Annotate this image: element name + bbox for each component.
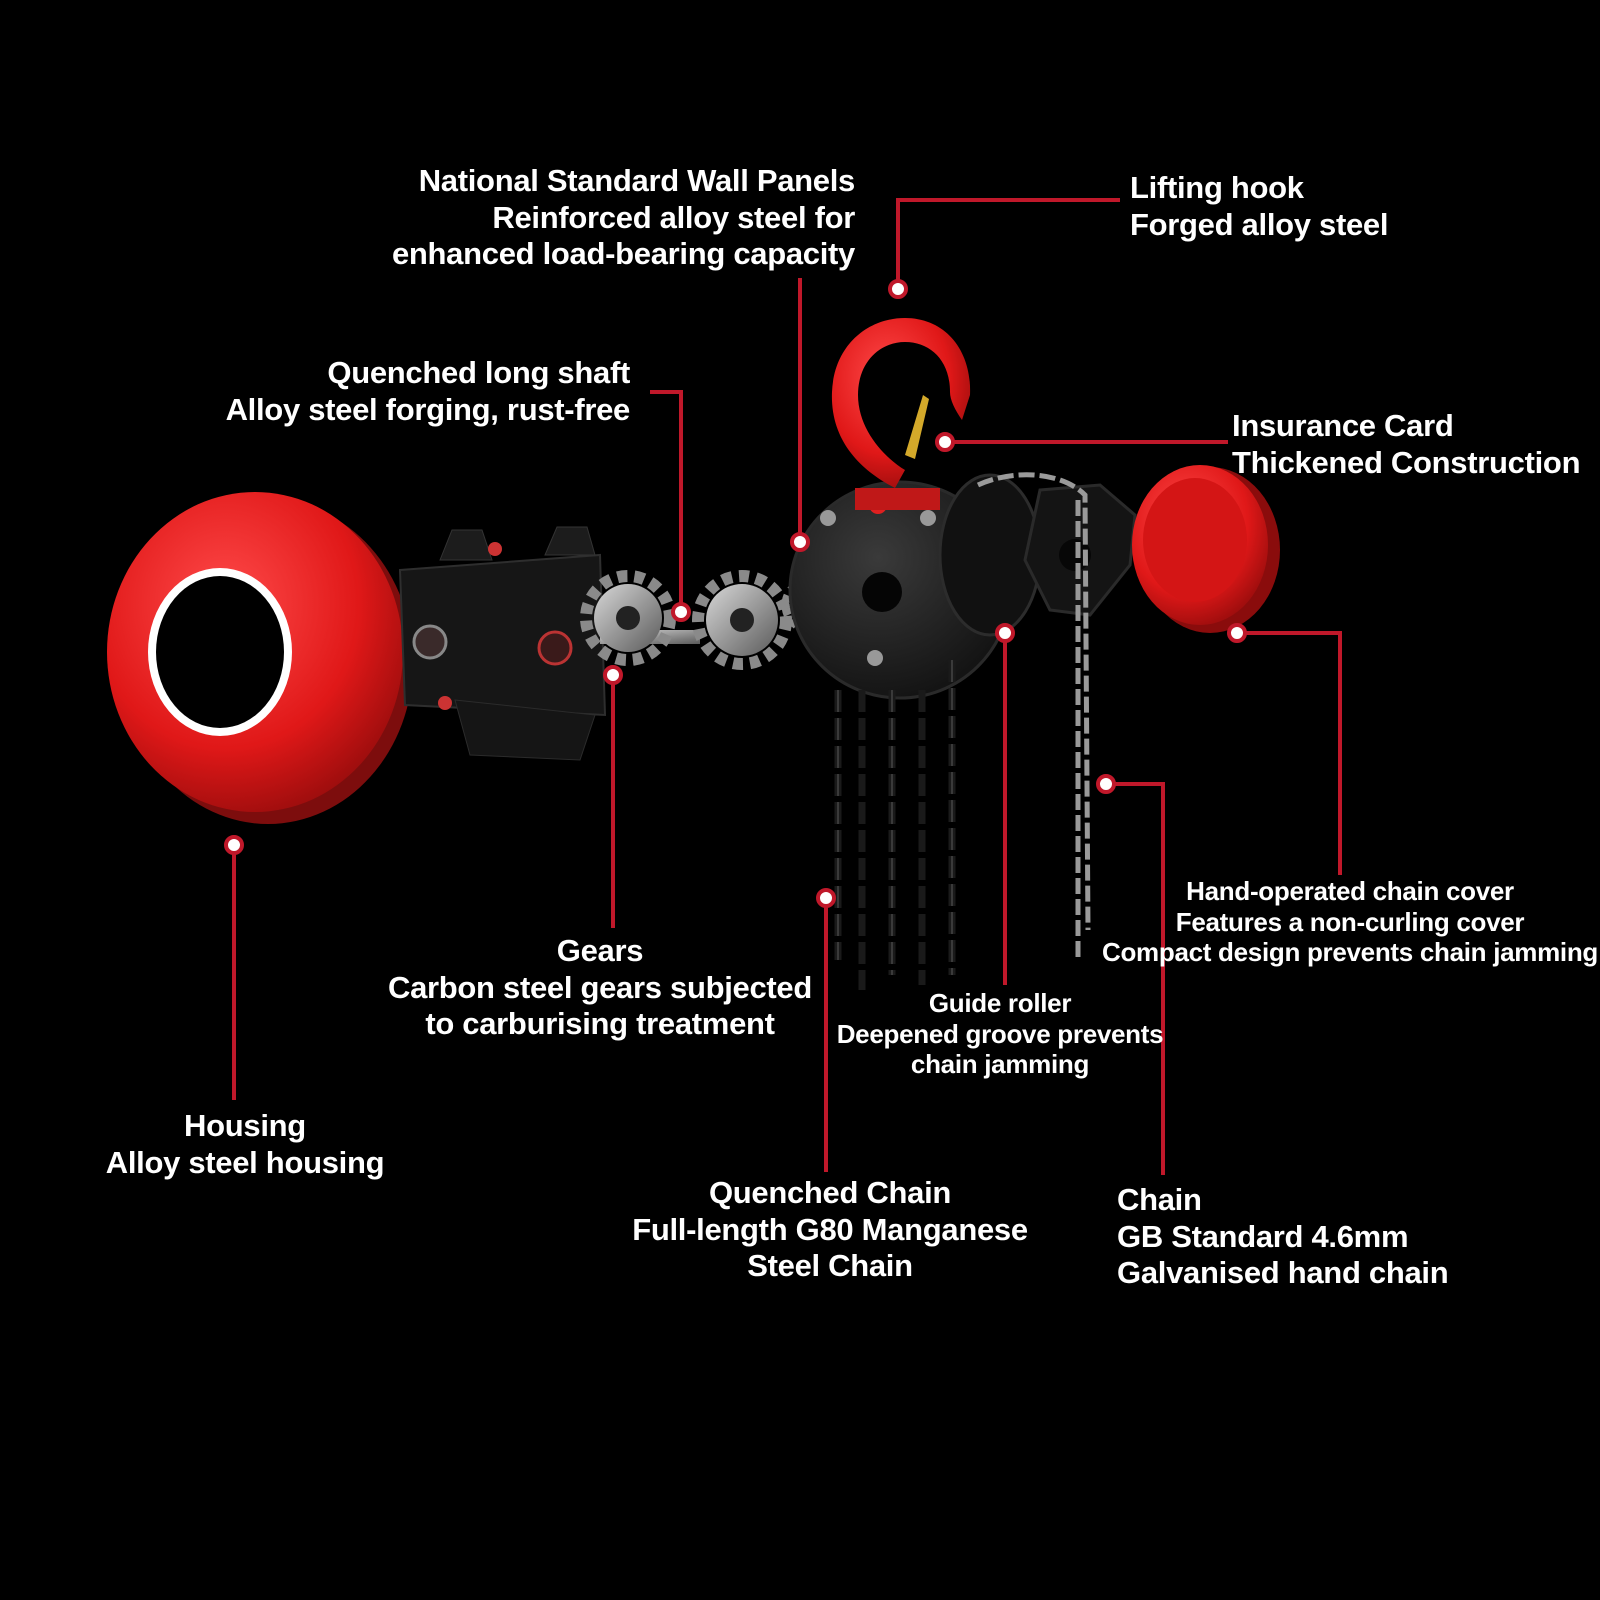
- callout-line: Alloy steel forging, rust-free: [225, 391, 631, 427]
- callout-title: Lifting hook: [1130, 170, 1304, 205]
- callout-line: Deepened groove prevents: [836, 1018, 1164, 1049]
- callout-line: chain jamming: [910, 1049, 1090, 1080]
- callout-title: Gears: [556, 933, 644, 968]
- callout-line: Forged alloy steel: [1130, 206, 1389, 242]
- callout-title: Hand-operated chain cover: [1186, 876, 1514, 906]
- callout-title: Quenched Chain: [708, 1175, 952, 1210]
- housing-cover: [107, 492, 413, 824]
- callout-title: National Standard Wall Panels: [418, 163, 856, 198]
- gear-middle: [692, 570, 792, 670]
- leader-lines: [232, 198, 1342, 1175]
- callout-title: Guide roller: [928, 988, 1072, 1018]
- callout-line: Carbon steel gears subjected: [387, 969, 813, 1005]
- callout-line: Alloy steel housing: [105, 1144, 385, 1180]
- callout-line: Steel Chain: [747, 1248, 913, 1284]
- callout-line: Reinforced alloy steel for: [492, 199, 855, 235]
- callout-line: Galvanised hand chain: [1117, 1255, 1449, 1291]
- callout-dots: [224, 279, 1247, 908]
- callout-wall-panels: National Standard Wall Panels Reinforced…: [392, 163, 855, 273]
- callout-gears: Gears Carbon steel gears subjected to ca…: [370, 933, 830, 1043]
- callout-insurance-card: Insurance Card Thickened Construction: [1232, 408, 1581, 481]
- callout-line: Compact design prevents chain jamming: [1101, 937, 1598, 968]
- callout-line: Full-length G80 Manganese: [632, 1211, 1028, 1247]
- callout-guide-roller: Guide roller Deepened groove prevents ch…: [830, 988, 1170, 1080]
- gear-left: [580, 570, 676, 666]
- callout-title: Quenched long shaft: [327, 355, 630, 390]
- callout-housing: Housing Alloy steel housing: [80, 1108, 410, 1181]
- callout-line: Features a non-curling cover: [1175, 906, 1525, 937]
- chain-cover: [1132, 465, 1280, 633]
- load-chain: [834, 660, 956, 990]
- callout-chain-cover: Hand-operated chain cover Features a non…: [1100, 876, 1600, 968]
- callout-title: Insurance Card: [1232, 408, 1454, 443]
- wall-panel-bracket: [398, 526, 607, 761]
- callout-title: Housing: [184, 1108, 306, 1143]
- hand-chain: [976, 472, 1091, 960]
- callout-line: Thickened Construction: [1232, 444, 1581, 480]
- callout-title: Chain: [1117, 1182, 1202, 1217]
- callout-line: to carburising treatment: [425, 1006, 775, 1042]
- callout-line: enhanced load-bearing capacity: [391, 236, 855, 272]
- lifting-hook: [831, 318, 971, 488]
- callout-lifting-hook: Lifting hook Forged alloy steel: [1130, 170, 1388, 243]
- callout-quenched-chain: Quenched Chain Full-length G80 Manganese…: [610, 1175, 1050, 1285]
- callout-hand-chain: Chain GB Standard 4.6mm Galvanised hand …: [1117, 1182, 1449, 1292]
- callout-long-shaft: Quenched long shaft Alloy steel forging,…: [225, 355, 631, 428]
- callout-line: GB Standard 4.6mm: [1117, 1218, 1409, 1254]
